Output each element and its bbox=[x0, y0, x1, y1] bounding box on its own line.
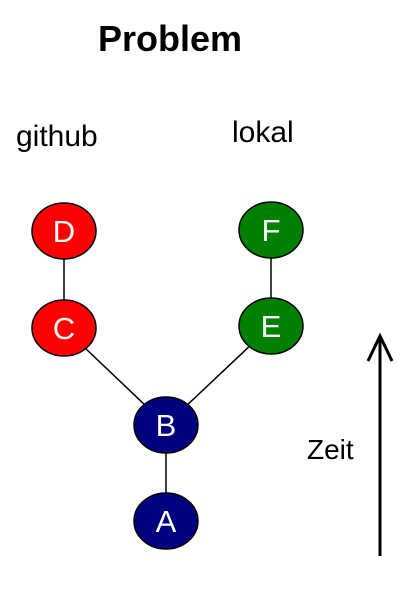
commit-node-circle bbox=[31, 299, 97, 357]
time-arrow bbox=[366, 332, 394, 556]
commit-node-circle bbox=[238, 297, 304, 355]
branch-label-lokal: lokal bbox=[232, 116, 294, 149]
commit-node-a: A bbox=[133, 492, 199, 550]
diagram-title: Problem bbox=[97, 18, 243, 59]
commit-node-label: A bbox=[156, 504, 177, 539]
time-axis-label: Zeit bbox=[307, 434, 354, 465]
commit-node-label: F bbox=[262, 213, 281, 248]
commit-node-circle bbox=[133, 396, 199, 454]
commit-node-f: F bbox=[238, 201, 304, 259]
commit-node-circle bbox=[238, 201, 304, 259]
commit-node-d: D bbox=[31, 202, 97, 260]
commit-node-circle bbox=[133, 492, 199, 550]
commit-node-label: C bbox=[53, 311, 75, 346]
branch-label-github: github bbox=[16, 120, 98, 153]
commit-node-e: E bbox=[238, 297, 304, 355]
commit-node-label: B bbox=[156, 408, 177, 443]
commit-node-circle bbox=[31, 202, 97, 260]
commit-node-c: C bbox=[31, 299, 97, 357]
nodes: A B C D E F bbox=[31, 201, 304, 550]
commit-node-label: E bbox=[261, 309, 282, 344]
commit-node-b: B bbox=[133, 396, 199, 454]
edges bbox=[63, 230, 272, 521]
commit-node-label: D bbox=[53, 214, 75, 249]
time-arrow-head bbox=[366, 332, 394, 362]
